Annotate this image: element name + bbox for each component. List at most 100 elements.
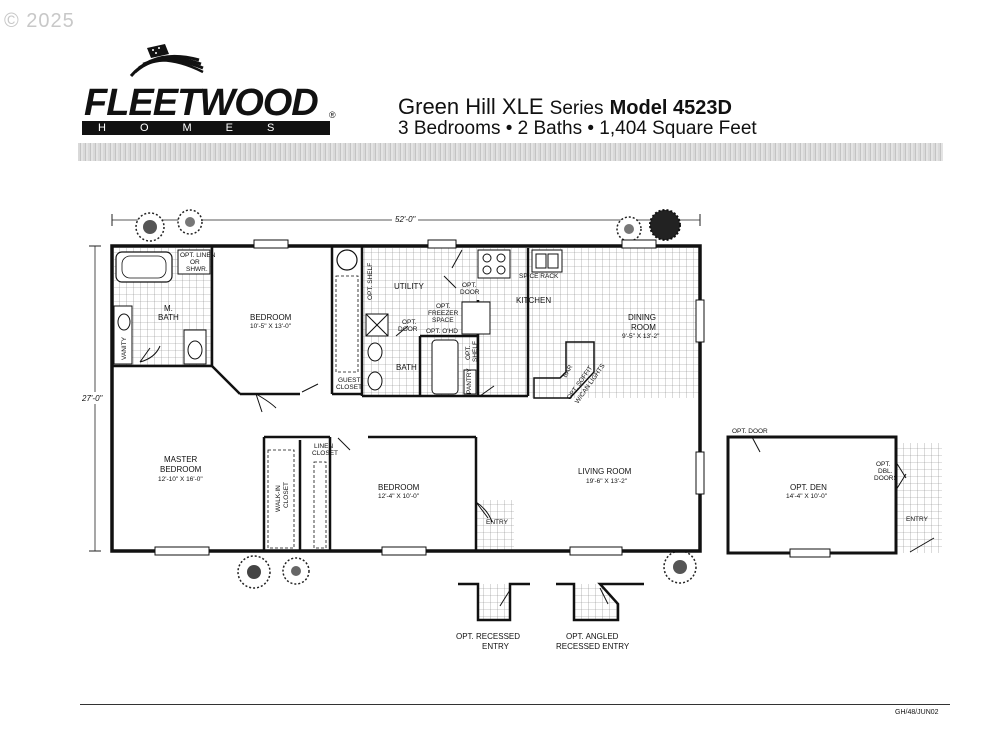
- bedroom2-size: 12'-4" X 10'-0": [378, 493, 420, 500]
- model-number: Model 4523D: [609, 97, 732, 119]
- spice-rack-label: SPICE RACK: [519, 273, 559, 280]
- opt-door-utility-1: OPT.: [462, 282, 477, 289]
- shrub-icon: [616, 216, 642, 242]
- interior-walls: [112, 246, 530, 551]
- opt-linen-label-3: SHWR.: [186, 266, 208, 273]
- living-room-size: 19'-6" X 13'-2": [586, 478, 628, 485]
- den-door-swing: [751, 436, 761, 453]
- bedroom2-label: BEDROOM: [378, 483, 420, 492]
- brand-name: FLEETWOOD: [84, 82, 319, 124]
- walk-in-closet-1: WALK-IN: [275, 485, 282, 512]
- den-size: 14'-4" X 10'-0": [786, 493, 828, 500]
- bath-sink-icon: [367, 371, 383, 391]
- bath-toilet-icon: [367, 342, 383, 362]
- entry-tile: [476, 500, 514, 550]
- windows: [154, 239, 705, 556]
- depth-label: 27'-0": [81, 394, 104, 403]
- den-label: OPT. DEN: [790, 483, 827, 492]
- linen-closet-1: LINEN: [314, 443, 333, 450]
- shrub-icon: [663, 550, 697, 584]
- den-entry-tile: [896, 443, 942, 553]
- shrub-icon: [237, 555, 271, 589]
- width-dimension: [111, 214, 701, 226]
- master-bedroom-label-1: MASTER: [164, 455, 198, 464]
- opt-recessed-label-2: ENTRY: [482, 642, 510, 651]
- shrub-icon: [177, 209, 203, 235]
- guest-closet-shelf: [335, 275, 359, 373]
- model-specs: 3 Bedrooms • 2 Baths • 1,404 Square Feet: [398, 118, 757, 139]
- bedroom1-size: 10'-5" X 13'-0": [250, 323, 292, 330]
- linen-cabinet: [177, 249, 211, 275]
- shrub-icon: [649, 209, 681, 241]
- flag-swoosh-logo-icon: [129, 44, 204, 77]
- master-bedroom-label-2: BEDROOM: [160, 465, 202, 474]
- opt-door-bath-1: OPT.: [402, 319, 417, 326]
- speckle-divider: [78, 143, 943, 161]
- opt-shelf-label: OPT. SHELF: [367, 263, 374, 300]
- utility-label: UTILITY: [394, 282, 424, 291]
- bathtub-icon: [115, 251, 173, 283]
- dining-size: 9'-5" X 13'-2": [622, 333, 660, 340]
- bath-label: BATH: [396, 363, 417, 372]
- sink-icon: [117, 313, 131, 331]
- opt-angled-label-2: RECESSED ENTRY: [556, 642, 630, 651]
- copyright-watermark: © 2025: [4, 10, 75, 32]
- linen-closet-shelf: [313, 461, 327, 549]
- opt-dbl-doors-2: DBL.: [878, 468, 893, 475]
- opt-recessed-entry-diagram: [458, 582, 530, 622]
- linen-closet-2: CLOSET: [312, 450, 338, 457]
- opt-freezer-1: OPT.: [436, 303, 451, 310]
- opt-shelf-bath-2: SHELF: [472, 341, 479, 362]
- width-label: 52'-0": [395, 215, 417, 224]
- living-room-label: LIVING ROOM: [578, 467, 632, 476]
- registered-mark: ®: [329, 110, 336, 120]
- opt-freezer-2: FREEZER: [428, 310, 459, 317]
- vanity-label: VANITY: [121, 336, 128, 360]
- opt-angled-label-1: OPT. ANGLED: [566, 632, 619, 641]
- opt-shelf-bath-1: OPT.: [465, 345, 472, 360]
- pantry-cabinet: [463, 369, 477, 395]
- opt-freezer-3: SPACE: [432, 317, 454, 324]
- opt-dbl-doors-1: OPT.: [876, 461, 891, 468]
- kitchen-sink-icon: [531, 249, 563, 273]
- kitchen-bar-counter: [533, 341, 595, 399]
- dining-tile: [528, 248, 700, 398]
- opt-linen-label-1: OPT. LINEN: [180, 252, 216, 259]
- den-entry-label: ENTRY: [906, 516, 929, 523]
- freezer-space: [461, 301, 491, 335]
- guest-closet-2: CLOSET: [336, 384, 362, 391]
- dining-label-1: DINING: [628, 313, 656, 322]
- opt-angled-entry-diagram: [556, 582, 644, 622]
- series-name: Green Hill XLE: [398, 94, 544, 119]
- brand-subtitle: HOMES: [82, 121, 330, 135]
- pantry-label: PANTRY: [466, 368, 473, 394]
- shower-tub-icon: [431, 339, 459, 395]
- model-title: Green Hill XLE Series Model 4523D: [398, 94, 732, 120]
- den-dbl-door-swing: [895, 461, 907, 491]
- opt-linen-label-2: OR: [190, 259, 200, 266]
- door-swings: [139, 249, 495, 523]
- den-walls: [726, 435, 898, 555]
- range-icon: [477, 249, 511, 279]
- guest-closet-1: GUEST: [338, 377, 360, 384]
- opt-door-utility-2: DOOR: [460, 289, 480, 296]
- walk-in-closet-2: CLOSET: [283, 482, 290, 508]
- shrub-icon: [282, 557, 310, 585]
- dining-label-2: ROOM: [631, 323, 656, 332]
- footer-rule: [80, 704, 950, 705]
- series-word: Series: [549, 98, 604, 119]
- walk-in-closet-shelf: [267, 449, 295, 549]
- entry-label: ENTRY: [486, 519, 509, 526]
- kitchen-label: KITCHEN: [516, 296, 551, 305]
- den-window: [789, 548, 831, 558]
- opt-door-den-label: OPT. DOOR: [732, 428, 768, 435]
- depth-dimension: [80, 245, 110, 552]
- master-bedroom-size: 12'-10" X 16'-0": [158, 476, 203, 483]
- opt-ohd-label: OPT. O'HD: [426, 328, 458, 335]
- m-bath-label-2: BATH: [158, 313, 179, 322]
- opt-dbl-doors-3: DOORS: [874, 475, 899, 482]
- bedroom1-label: BEDROOM: [250, 313, 292, 322]
- exterior-walls: [110, 244, 702, 553]
- drawing-code: GH/48/JUN02: [895, 709, 939, 716]
